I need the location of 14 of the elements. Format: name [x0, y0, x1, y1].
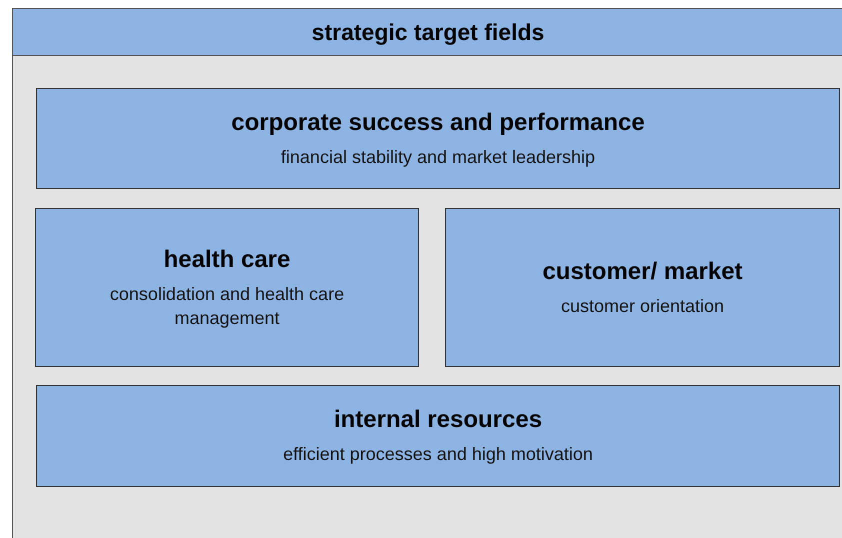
target-field-box [36, 88, 840, 189]
field-heading: health care [164, 246, 290, 274]
target-field-box [35, 208, 419, 367]
field-heading: internal resources [334, 406, 542, 434]
field-description: financial stability and market leadership [280, 146, 596, 168]
field-description: efficient processes and high motivation [282, 443, 594, 466]
target-field-box [36, 385, 840, 487]
panel-title: strategic target fields [13, 9, 842, 56]
field-heading: corporate success and performance [231, 108, 645, 136]
field-heading: customer/ market [542, 258, 743, 286]
field-description: consolidation and health care management [108, 282, 346, 330]
target-field-box [445, 208, 840, 367]
panel-background [12, 8, 842, 538]
field-description: customer orientation [560, 294, 726, 318]
